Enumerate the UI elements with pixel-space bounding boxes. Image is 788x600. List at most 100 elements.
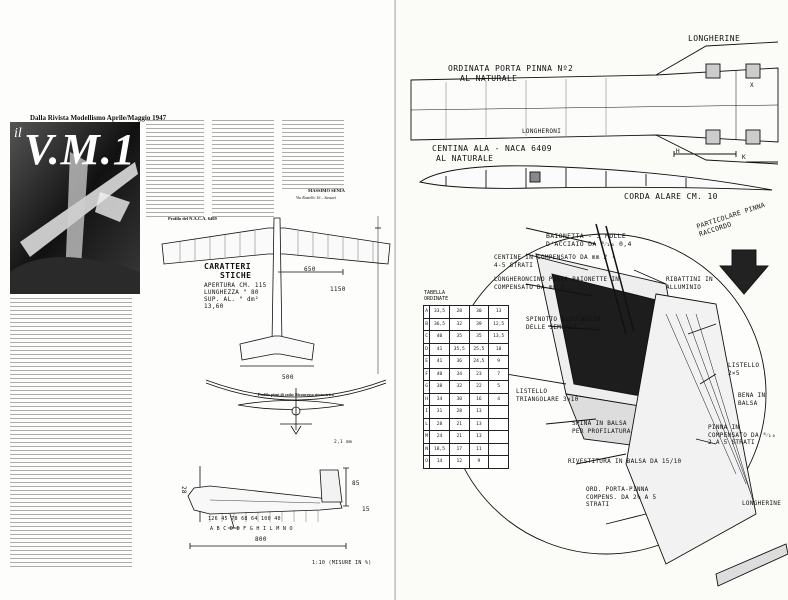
table-cell: 41: [429, 355, 450, 369]
wing-rib-profile: [418, 165, 773, 191]
table-cell: 11: [468, 442, 490, 456]
table-cell: [488, 405, 509, 419]
table-cell: 22: [468, 380, 490, 394]
cover-title: V.M.1: [24, 125, 136, 174]
table-cell: 12: [448, 455, 470, 469]
table-cell: 36,5: [429, 317, 450, 331]
label-longherine-top: LONGHERINE: [688, 34, 741, 43]
label-centine: CENTINE IN COMPENSATO DA mm 2 · 4-5 STRA…: [494, 254, 616, 269]
table-cell: 23: [468, 367, 490, 381]
left-page: Dalla Rivista Modellismo Aprile/Maggio 1…: [10, 114, 391, 570]
label-al-naturale-1: AL NATURALE: [460, 74, 518, 83]
table-cell: 4: [488, 392, 509, 406]
label-spinotto: SPINOTTO BLOCCAGGIO DELLE SEMIALI: [526, 316, 601, 331]
table-title: TABELLA ORDINATE: [424, 290, 449, 302]
table-title-2: ORDINATE: [424, 295, 449, 302]
table-cell: 9: [488, 355, 509, 369]
table-cell: 28: [448, 305, 470, 319]
dim-85: 85: [352, 480, 360, 487]
article-text-col-1a: [146, 120, 204, 218]
table-cell: 10: [488, 342, 509, 356]
fuselage-plan: [410, 41, 779, 165]
dim-15: 15: [362, 506, 370, 513]
table-cell: 31: [429, 405, 450, 419]
table-cell: [488, 455, 509, 469]
label-baionetta: BAIONETTA - 3 MOLLE D'ACCIAIO DA ⁸⁄₁₀ 0,…: [546, 232, 632, 248]
table-cell: 41: [429, 342, 450, 356]
label-bena: BENA IN BALSA: [738, 392, 766, 407]
table-cell: 25,5: [468, 342, 490, 356]
right-page: LONGHERINE ORDINATA PORTA PINNA Nº2 AL N…: [396, 0, 788, 600]
table-cell: 13: [488, 305, 509, 319]
label-x: X: [750, 82, 754, 89]
plane-side-view: [187, 466, 349, 549]
table-cell: 30: [468, 305, 490, 319]
table-cell: 16: [468, 392, 490, 406]
table-cell: 28: [448, 405, 470, 419]
assembly-detail: [445, 223, 788, 587]
station-numbers: 126 45 78 68 64 100 40: [208, 516, 281, 522]
table-cell: 35: [448, 330, 470, 344]
table-cell: 21: [448, 417, 470, 431]
table-cell: 21: [448, 430, 470, 444]
table-cell: 5: [488, 380, 509, 394]
specs-box: CARATTERI STICHE APERTURA CM. 115 LUNGHE…: [204, 262, 276, 320]
dim-650: 650: [304, 266, 316, 273]
table-cell: [488, 417, 509, 431]
masthead: Dalla Rivista Modellismo Aprile/Maggio 1…: [30, 114, 167, 122]
article-text-col-2: [212, 120, 274, 218]
specs-wingspan: APERTURA CM. 115: [204, 282, 267, 289]
table-cell: 14: [429, 455, 450, 469]
specs-heading-2: STICHE: [220, 271, 252, 280]
table-cell: 28: [429, 417, 450, 431]
table-cell: [488, 442, 509, 456]
table-cell: 32: [448, 380, 470, 394]
table-cell: 24: [429, 430, 450, 444]
station-letters: A B C D E F G H I L M N O: [210, 526, 293, 532]
specs-area: SUP. AL. " dm² 13,60: [204, 296, 259, 310]
dim-1150: 1150: [330, 286, 346, 293]
table-cell: 13: [468, 405, 490, 419]
cover-photo-art: [10, 122, 140, 294]
table-cell: 38: [429, 380, 450, 394]
table-cell: 13: [468, 430, 490, 444]
dim-500: 500: [282, 374, 294, 381]
table-cell: 17: [448, 442, 470, 456]
label-pinna-comp: PINNA IN COMPENSATO DA ⁸⁄₁₀ 2 A 5 STRATI: [708, 424, 776, 446]
table-cell: 9: [468, 455, 490, 469]
label-k: K: [742, 154, 746, 161]
label-al-naturale-2: AL NATURALE: [436, 154, 494, 163]
signature: MASSIMO SENIA: [308, 188, 345, 193]
table-cell: 12,5: [488, 317, 509, 331]
table-cell: 18,5: [429, 442, 450, 456]
article-text-col-3: [282, 120, 344, 192]
table-cell: 13: [468, 417, 490, 431]
label-listello-tri: LISTELLO TRIANGOLARE 3×10: [516, 388, 579, 403]
signature-sub: Via Rastello 16 – Sassari: [296, 195, 337, 200]
table-cell: 39: [468, 317, 490, 331]
article-text-col-1b: [10, 298, 132, 570]
label-ord-porta: ORD. PORTA-PINNA COMPENS. DA 2% A 5 STRA…: [586, 486, 657, 508]
table-cell: 35: [468, 330, 490, 344]
table-cell: 40: [429, 330, 450, 344]
tail-profile: [237, 400, 345, 410]
table-cell: 34: [448, 367, 470, 381]
scale-label: 1:10 (MISURE IN %): [312, 560, 372, 566]
label-h: H: [676, 148, 680, 155]
label-longheroni: LONGHERONI: [522, 128, 562, 135]
dim-2mm: 2,1 mm: [334, 440, 353, 445]
table-cell: O: [422, 455, 431, 469]
profile-label: Profilo del N.A.C.A. 6409: [168, 216, 217, 221]
label-listello-2x5: LISTELLO 2×5: [728, 362, 760, 377]
table-cell: 30: [448, 392, 470, 406]
table-cell: 35,5: [448, 342, 470, 356]
